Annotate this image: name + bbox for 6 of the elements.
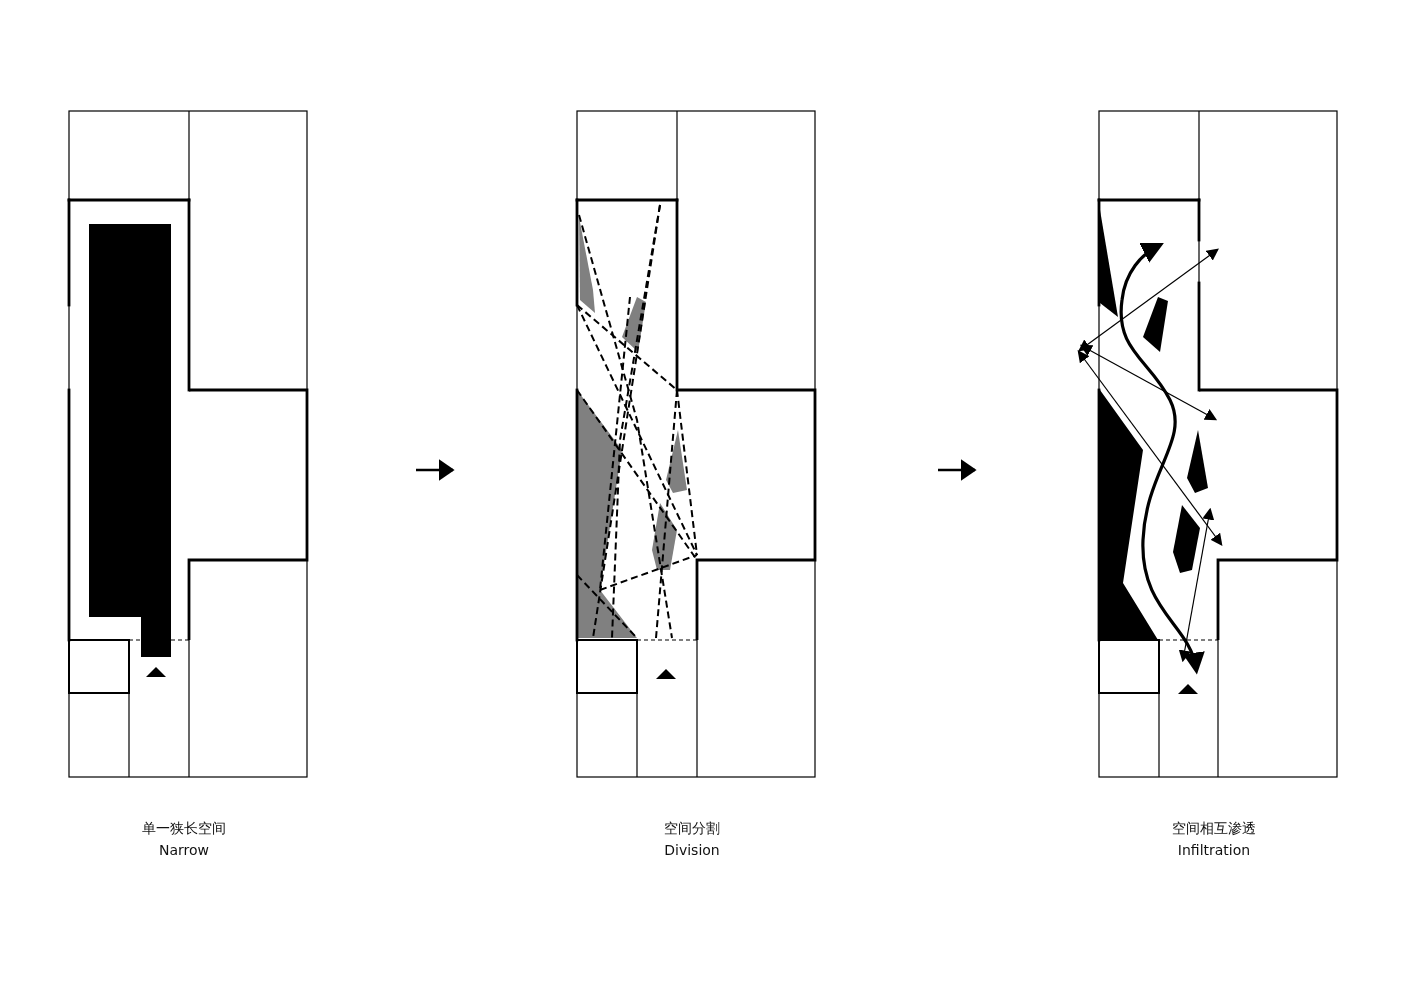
- caption-chinese: 空间相互渗透: [1171, 819, 1257, 837]
- caption-english: Infiltration: [1176, 841, 1252, 859]
- caption-chinese: 空间分割: [663, 819, 721, 837]
- caption-chinese: 单一狭长空间: [141, 819, 227, 837]
- caption-english: Narrow: [158, 841, 210, 859]
- caption-english: Division: [663, 841, 721, 859]
